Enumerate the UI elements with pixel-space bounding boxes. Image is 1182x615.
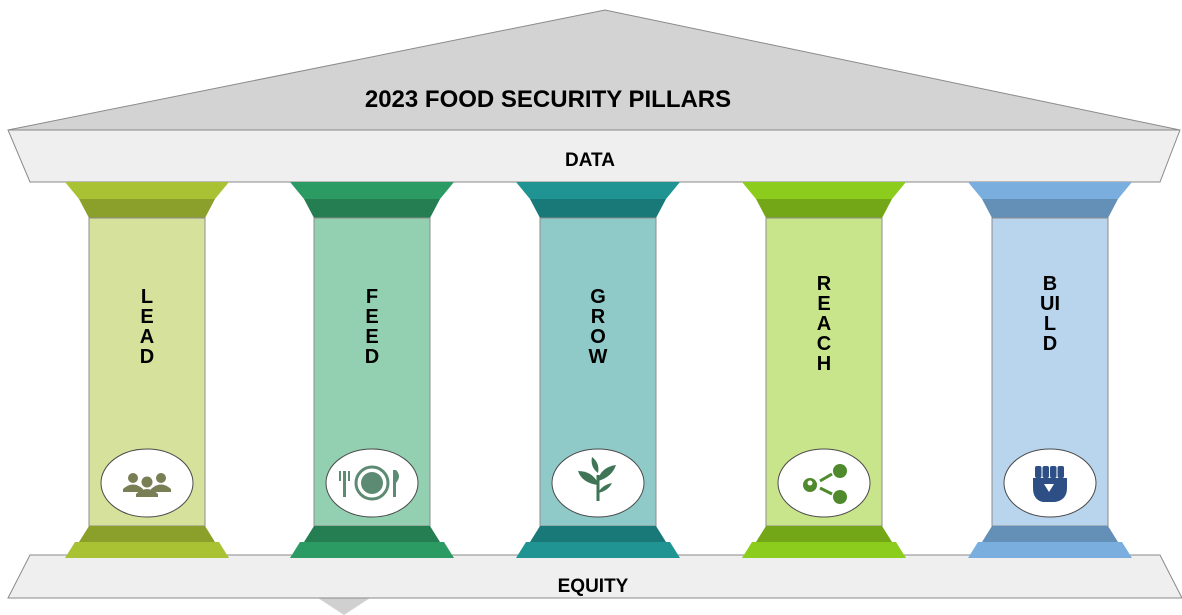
pillar-capital-lower <box>530 199 666 218</box>
pillar-capital-lower <box>304 199 440 218</box>
pillar-base-upper <box>982 526 1118 542</box>
sprout-icon <box>551 448 645 518</box>
pillar-base-lower <box>65 542 229 558</box>
base-band-label: EQUITY <box>558 576 629 597</box>
pillar-base-lower <box>516 542 680 558</box>
pillar-capital-top <box>742 182 906 199</box>
pillar-label-build: BUILD <box>1040 273 1060 355</box>
people-group-icon <box>100 448 194 518</box>
pillar-capital-top <box>516 182 680 199</box>
pillar-grow <box>516 182 680 558</box>
pillar-base-lower <box>290 542 454 558</box>
pillar-base-upper <box>79 526 215 542</box>
pillar-label-lead: LEAD <box>139 286 155 368</box>
pillars-group <box>65 182 1132 558</box>
pillar-feed <box>290 182 454 558</box>
top-band-label: DATA <box>565 150 615 171</box>
pillar-label-reach: REACH <box>816 273 832 375</box>
pillar-capital-top <box>65 182 229 199</box>
pillar-label-feed: FEED <box>364 286 380 368</box>
pillar-capital-top <box>968 182 1132 199</box>
pillar-capital-top <box>290 182 454 199</box>
pillar-base-upper <box>756 526 892 542</box>
pillar-capital-lower <box>79 199 215 218</box>
down-arrow-shape <box>318 598 370 615</box>
top-band <box>7 129 1181 183</box>
pillar-label-grow: GROW <box>588 286 608 368</box>
pillar-lead <box>65 182 229 558</box>
share-network-icon <box>777 448 871 518</box>
pillar-capital-lower <box>756 199 892 218</box>
pillar-reach <box>742 182 906 558</box>
pillar-base-lower <box>742 542 906 558</box>
pillar-base-lower <box>968 542 1132 558</box>
pillar-capital-lower <box>982 199 1118 218</box>
plate-cutlery-icon <box>325 448 419 518</box>
pillar-base-upper <box>530 526 666 542</box>
pillar-base-upper <box>304 526 440 542</box>
raised-fist-icon <box>1003 448 1097 518</box>
diagram-title: 2023 FOOD SECURITY PILLARS <box>365 86 731 113</box>
pillar-build <box>968 182 1132 558</box>
